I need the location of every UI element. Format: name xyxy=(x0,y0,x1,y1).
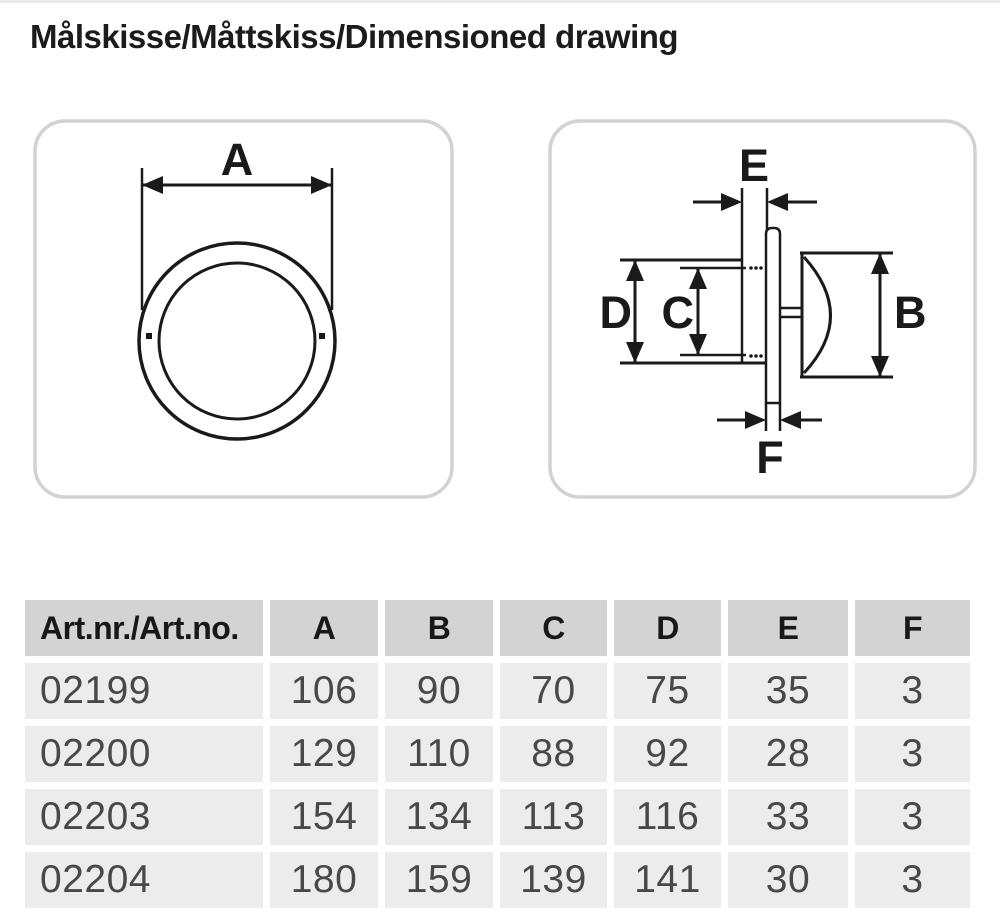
dim-label-e: E xyxy=(739,140,769,191)
stem xyxy=(780,306,802,319)
table-cell: 113 xyxy=(500,789,607,845)
table-header-cell: D xyxy=(614,600,721,656)
table-cell: 92 xyxy=(614,726,721,782)
top-divider xyxy=(0,0,1000,3)
table-cell: 141 xyxy=(614,852,721,908)
dim-label-a: A xyxy=(221,134,254,185)
dim-label-d: D xyxy=(600,287,633,338)
table-header-cell: F xyxy=(855,600,970,656)
table-cell: 35 xyxy=(728,663,848,719)
table-header-cell: E xyxy=(728,600,848,656)
dimension-e xyxy=(693,193,817,211)
flange-plate xyxy=(764,188,782,405)
table-cell-artno: 02199 xyxy=(25,663,263,719)
table-cell-artno: 02204 xyxy=(25,852,263,908)
dimension-f xyxy=(717,403,822,431)
dimension-c xyxy=(689,268,707,355)
table-header-cell: A xyxy=(270,600,378,656)
table-cell: 106 xyxy=(270,663,378,719)
table-cell: 134 xyxy=(385,789,493,845)
table-cell: 3 xyxy=(855,663,970,719)
left-mount-dot xyxy=(146,333,152,339)
dimension-a xyxy=(140,168,334,310)
dim-label-c: C xyxy=(662,287,695,338)
table-cell: 139 xyxy=(500,852,607,908)
dimension-b xyxy=(871,253,889,377)
table-cell: 88 xyxy=(500,726,607,782)
dome-cover xyxy=(800,251,893,379)
table-cell-artno: 02203 xyxy=(25,789,263,845)
table-cell: 116 xyxy=(614,789,721,845)
right-mount-dot xyxy=(319,333,325,339)
dimensions-table: Art.nr./Art.no. A B C D E F 02199 106 90… xyxy=(25,600,973,908)
side-view-drawing: B D C E xyxy=(600,140,927,483)
duct-outline xyxy=(620,188,766,365)
table-cell: 3 xyxy=(855,789,970,845)
table-cell: 154 xyxy=(270,789,378,845)
dim-label-f: F xyxy=(756,432,784,483)
table-cell: 3 xyxy=(855,726,970,782)
table-cell: 70 xyxy=(500,663,607,719)
table-header-cell: Art.nr./Art.no. xyxy=(25,600,263,656)
dimension-d xyxy=(626,260,644,363)
table-cell: 3 xyxy=(855,852,970,908)
table-cell: 75 xyxy=(614,663,721,719)
dim-label-b: B xyxy=(894,287,927,338)
table-cell: 30 xyxy=(728,852,848,908)
table-cell: 129 xyxy=(270,726,378,782)
table-cell: 159 xyxy=(385,852,493,908)
table-cell: 110 xyxy=(385,726,493,782)
side-view-panel xyxy=(548,119,977,499)
table-cell: 180 xyxy=(270,852,378,908)
table-cell: 90 xyxy=(385,663,493,719)
outer-ring-circle xyxy=(137,241,337,441)
table-header-cell: B xyxy=(385,600,493,656)
table-cell: 33 xyxy=(728,789,848,845)
front-view-drawing: A xyxy=(137,134,337,441)
table-cell-artno: 02200 xyxy=(25,726,263,782)
page-title: Målskisse/Måttskiss/Dimensioned drawing xyxy=(30,18,679,55)
table-cell: 28 xyxy=(728,726,848,782)
front-view-panel xyxy=(33,119,454,499)
dimensioned-drawing: A xyxy=(33,119,977,499)
inner-ring-circle xyxy=(157,261,317,421)
table-header-cell: C xyxy=(500,600,607,656)
